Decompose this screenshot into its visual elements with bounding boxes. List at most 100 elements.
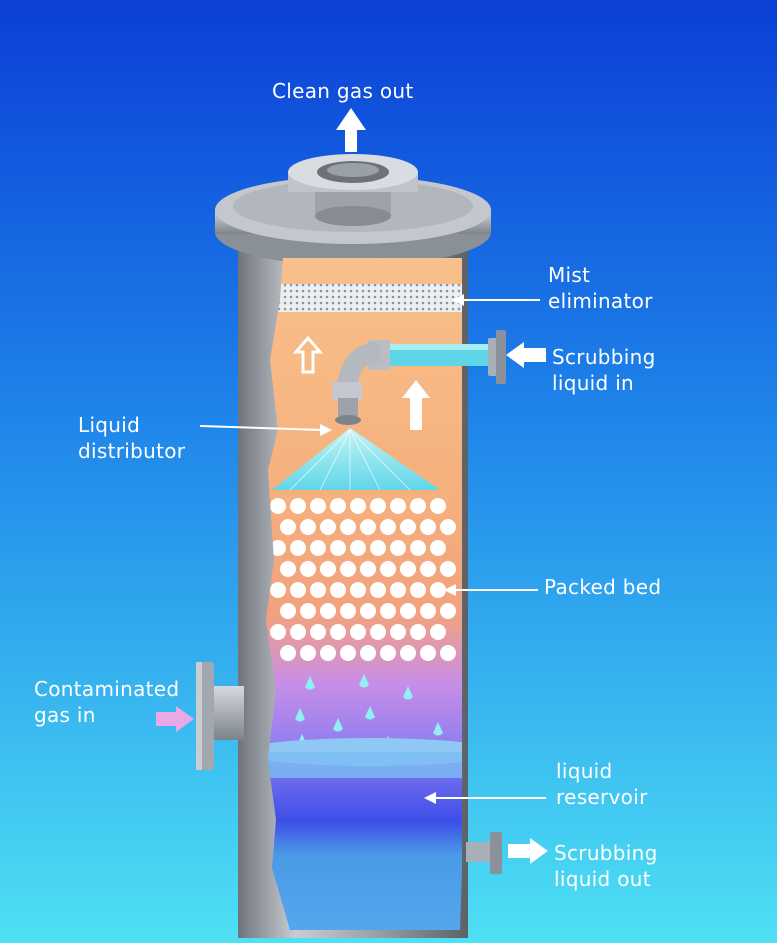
packing-ring [280,645,296,661]
contaminated-gas-arrow-icon [156,706,194,732]
mist-eliminator [278,284,462,312]
gas-flow-arrow-icon [292,335,430,430]
packing-ring [330,498,346,514]
clean-gas-arrow-icon [336,108,366,152]
packing-ring [320,645,336,661]
packing-ring [370,540,386,556]
packing-ring [420,561,436,577]
packing-ring [300,603,316,619]
packing-ring [410,540,426,556]
packing-ring [380,519,396,535]
packing-ring [440,561,456,577]
liquid-out-arrow-icon [508,838,548,864]
liquid-outlet-nozzle [466,832,502,874]
packing-ring [370,498,386,514]
packing-ring [270,582,286,598]
label-scrubbing-liquid-out: Scrubbing liquid out [554,840,658,892]
droplet-icon [433,722,443,736]
label-packed-bed: Packed bed [544,575,662,599]
packing-ring [290,498,306,514]
packing-ring [300,519,316,535]
liquid-inlet-pipe [332,330,506,425]
packing-ring [310,540,326,556]
packing-ring [410,624,426,640]
packing-ring [440,519,456,535]
packing-ring [340,603,356,619]
packing-ring [280,519,296,535]
packing-ring [370,624,386,640]
packing-ring [340,519,356,535]
label-line: liquid [556,759,613,783]
label-clean-gas-out: Clean gas out [272,79,414,103]
packing-ring [280,603,296,619]
packing-ring [360,645,376,661]
spray-cone [272,428,440,490]
packing-ring [390,498,406,514]
packing-ring [340,561,356,577]
packed-bed [270,498,456,661]
packing-ring [420,645,436,661]
packing-ring [300,561,316,577]
packing-ring [330,624,346,640]
label-line: Liquid [78,413,141,437]
packing-ring [380,561,396,577]
packing-ring [410,498,426,514]
label-line: reservoir [556,785,648,809]
label-line: Scrubbing [552,345,656,369]
label-line: Scrubbing [554,841,658,865]
packing-ring [290,582,306,598]
label-liquid-reservoir: liquid reservoir [556,758,648,810]
packing-ring [380,603,396,619]
droplet-icon [333,718,343,732]
gas-inlet-nozzle [196,662,244,770]
packing-ring [360,603,376,619]
packing-ring [270,498,286,514]
packing-ring [400,645,416,661]
packing-ring [320,603,336,619]
packing-ring [270,540,286,556]
packing-ring [350,624,366,640]
droplet-icon [295,708,305,722]
label-contaminated-gas-in: Contaminated gas in [34,676,179,728]
packing-ring [290,624,306,640]
label-line: distributor [78,439,186,463]
packing-ring [320,519,336,535]
packing-ring [310,624,326,640]
packing-ring [400,519,416,535]
packing-ring [330,540,346,556]
cutaway-interior [266,258,462,930]
packing-ring [390,582,406,598]
label-line: Mist [548,263,591,287]
packing-ring [270,624,286,640]
packing-ring [440,645,456,661]
leader-lines [199,294,546,804]
packing-ring [440,603,456,619]
droplet-icon [359,674,369,688]
packing-ring [390,624,406,640]
label-line: gas in [34,703,96,727]
packing-ring [320,561,336,577]
packing-ring [310,498,326,514]
packing-ring [430,540,446,556]
label-liquid-distributor: Liquid distributor [78,412,185,464]
packing-ring [300,645,316,661]
packing-ring [310,582,326,598]
packing-ring [410,582,426,598]
label-line: Contaminated [34,677,180,701]
packing-ring [420,519,436,535]
label-line: liquid out [554,867,651,891]
packing-ring [400,603,416,619]
droplet-icon [305,676,315,690]
packing-ring [400,561,416,577]
packing-ring [340,645,356,661]
top-nozzle [288,154,418,226]
packing-ring [360,561,376,577]
packing-ring [370,582,386,598]
packing-ring [280,561,296,577]
label-scrubbing-liquid-in: Scrubbing liquid in [552,344,656,396]
packing-ring [380,645,396,661]
label-line: eliminator [548,289,653,313]
packing-ring [330,582,346,598]
